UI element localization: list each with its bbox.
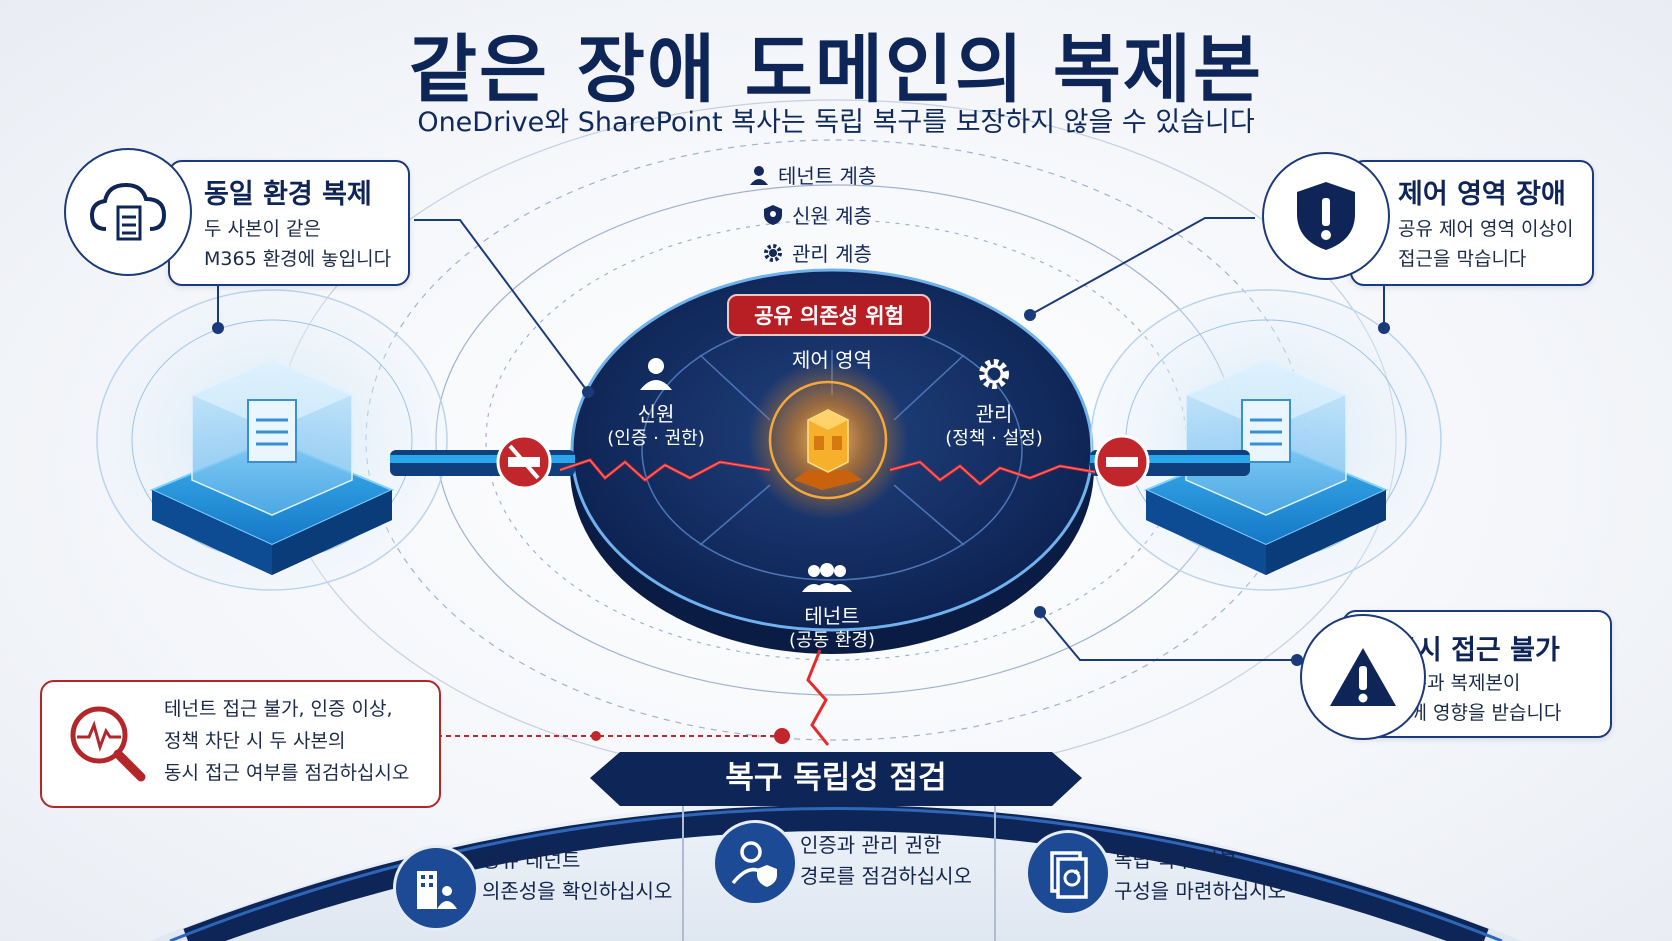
layer-identity: 신원 계층 bbox=[762, 200, 872, 229]
backup-copy-icon bbox=[1025, 830, 1111, 916]
user-shield-icon bbox=[712, 820, 798, 906]
page-title: 같은 장애 도메인의 복제본 bbox=[408, 27, 1264, 113]
magnifier-pulse-icon bbox=[60, 696, 152, 788]
recovery-check-title: 복구 독립성 점검 bbox=[725, 760, 947, 796]
card-same-environment-line1: 두 사본이 같은 bbox=[204, 218, 321, 240]
hub-management-sub: (정책 · 설정) bbox=[945, 428, 1043, 449]
card-check-note-line2: 정책 차단 시 두 사본의 bbox=[164, 730, 346, 752]
recovery-item-3-line1: 독립 복구 사본 bbox=[1114, 848, 1238, 872]
card-control-plane-fault-title: 제어 영역 장애 bbox=[1398, 179, 1566, 210]
gear-icon bbox=[979, 359, 1009, 389]
card-same-environment-line2: M365 환경에 놓입니다 bbox=[204, 248, 392, 270]
cloud-document-icon bbox=[64, 148, 192, 276]
hub-tenant-sub: (공동 환경) bbox=[788, 630, 875, 651]
card-check-note-line1: 테넌트 접근 불가, 인증 이상, bbox=[164, 698, 393, 720]
card-control-plane-fault-line2: 접근을 막습니다 bbox=[1398, 248, 1527, 270]
gear-icon bbox=[764, 243, 782, 262]
bottom-arc bbox=[150, 752, 1522, 941]
block-sign-right bbox=[1094, 434, 1150, 490]
hub-control-label: 제어 영역 bbox=[792, 348, 872, 372]
card-check-note-line3: 동시 접근 여부를 점검하십시오 bbox=[164, 762, 410, 784]
block-sign-left bbox=[496, 434, 552, 490]
core-cube bbox=[748, 360, 908, 520]
building-people-icon bbox=[393, 845, 479, 931]
hub-tenant-label: 테넌트 bbox=[804, 604, 860, 628]
recovery-item-2-line2: 경로를 점검하십시오 bbox=[800, 864, 972, 888]
group-users-icon bbox=[802, 563, 852, 592]
layer-tenant-label: 테넌트 계층 bbox=[778, 164, 877, 188]
layer-management-label: 관리 계층 bbox=[792, 242, 872, 266]
layer-identity-label: 신원 계층 bbox=[792, 204, 872, 228]
hub-identity-sub: (인증 · 권한) bbox=[607, 428, 705, 449]
callout-leaders bbox=[217, 217, 1385, 661]
identity-icon bbox=[640, 358, 672, 390]
user-icon bbox=[750, 165, 768, 185]
right-node bbox=[1090, 289, 1442, 591]
shield-icon bbox=[764, 204, 782, 225]
card-check-note: 테넌트 접근 불가, 인증 이상, 정책 차단 시 두 사본의 동시 접근 여부… bbox=[40, 680, 441, 808]
layer-management: 관리 계층 bbox=[762, 238, 872, 267]
card-simultaneous-access-line2: 함께 영향을 받습니다 bbox=[1392, 702, 1562, 724]
page-subtitle: OneDrive와 SharePoint 복사는 독립 복구를 보장하지 않을 … bbox=[417, 107, 1255, 138]
recovery-item-3-line2: 구성을 마련하십시오 bbox=[1114, 879, 1286, 903]
shield-alert-icon bbox=[1262, 152, 1390, 280]
left-node bbox=[96, 289, 448, 591]
recovery-item-2-line1: 인증과 관리 권한 bbox=[800, 833, 942, 857]
recovery-item-1-line1: 공유 테넌트 bbox=[482, 848, 581, 872]
shared-dependency-risk-badge: 공유 의존성 위험 bbox=[727, 294, 931, 336]
card-control-plane-fault-line1: 공유 제어 영역 이상이 bbox=[1398, 218, 1574, 240]
hub-management-label: 관리 bbox=[975, 402, 1013, 426]
card-control-plane-fault: 제어 영역 장애 공유 제어 영역 이상이 접근을 막습니다 bbox=[1350, 160, 1594, 286]
card-same-environment: 동일 환경 복제 두 사본이 같은 M365 환경에 놓입니다 bbox=[168, 160, 410, 286]
warning-triangle-icon bbox=[1300, 614, 1426, 740]
recovery-item-1-line2: 의존성을 확인하십시오 bbox=[482, 879, 673, 903]
layer-tenant: 테넌트 계층 bbox=[748, 160, 876, 189]
hub-identity-label: 신원 bbox=[637, 402, 675, 426]
card-same-environment-title: 동일 환경 복제 bbox=[204, 179, 372, 210]
